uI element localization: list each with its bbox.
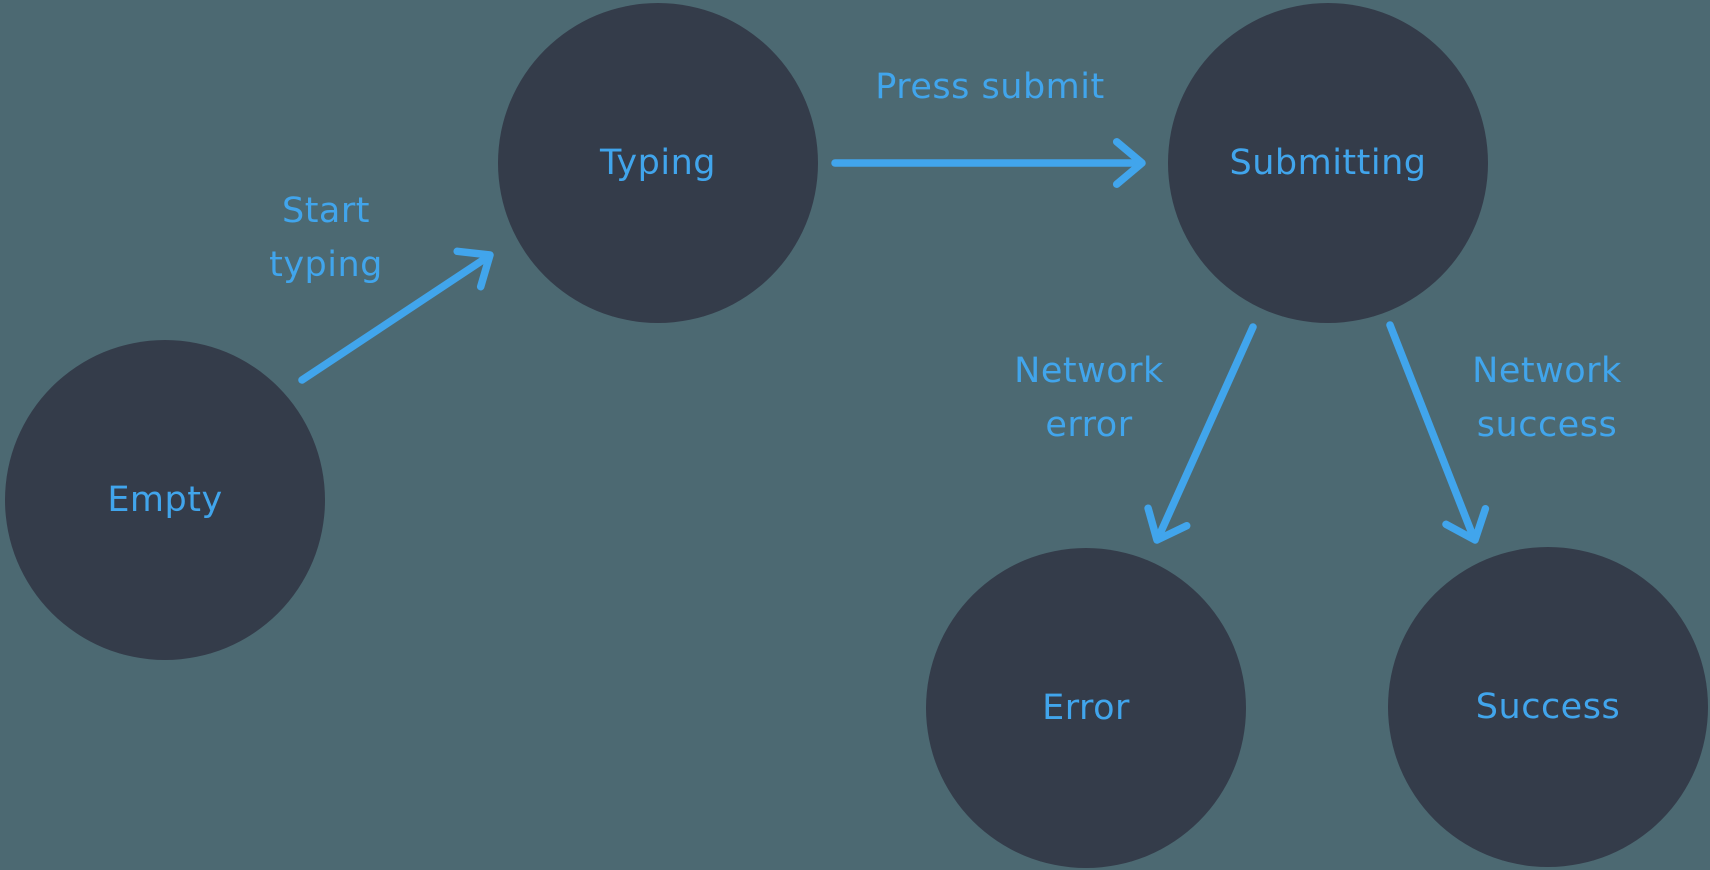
edge-label-line: Start	[281, 191, 370, 231]
state-node-label: Typing	[600, 143, 716, 183]
edge-label-line: Network	[1014, 351, 1164, 391]
edge-label-line: typing	[269, 245, 383, 285]
state-node-success: Success	[1388, 547, 1708, 867]
edge-label-press-submit: Press submit	[840, 60, 1140, 114]
state-node-label: Submitting	[1229, 143, 1427, 183]
edge-label-line: success	[1476, 405, 1618, 445]
state-node-label: Error	[1042, 688, 1130, 728]
state-node-empty: Empty	[5, 340, 325, 660]
edge-arrowhead-icon	[453, 247, 494, 291]
edge-line	[298, 254, 490, 384]
state-node-label: Empty	[107, 480, 223, 520]
edge-arrow-submitting-error	[1144, 323, 1257, 544]
edge-arrow-empty-typing	[298, 247, 494, 384]
edge-label-network-error: Network error	[939, 344, 1239, 452]
state-node-typing: Typing	[498, 3, 818, 323]
edge-line	[1386, 321, 1477, 540]
edge-label-start-typing: Start typing	[176, 184, 476, 292]
edge-arrow-submitting-success	[1386, 321, 1490, 544]
state-node-error: Error	[926, 548, 1246, 868]
state-node-label: Success	[1475, 687, 1621, 727]
edge-arrowhead-icon	[1112, 138, 1146, 188]
edge-label-line: Network	[1472, 351, 1622, 391]
edge-line	[1155, 323, 1257, 540]
edge-label-line: error	[1045, 405, 1133, 445]
edge-label-line: Press submit	[875, 67, 1105, 107]
edge-arrowhead-icon	[1144, 504, 1191, 544]
state-node-submitting: Submitting	[1168, 3, 1488, 323]
edge-label-network-success: Network success	[1397, 344, 1697, 452]
edge-arrow-typing-submitting	[831, 138, 1146, 188]
edge-arrowhead-icon	[1442, 504, 1490, 544]
